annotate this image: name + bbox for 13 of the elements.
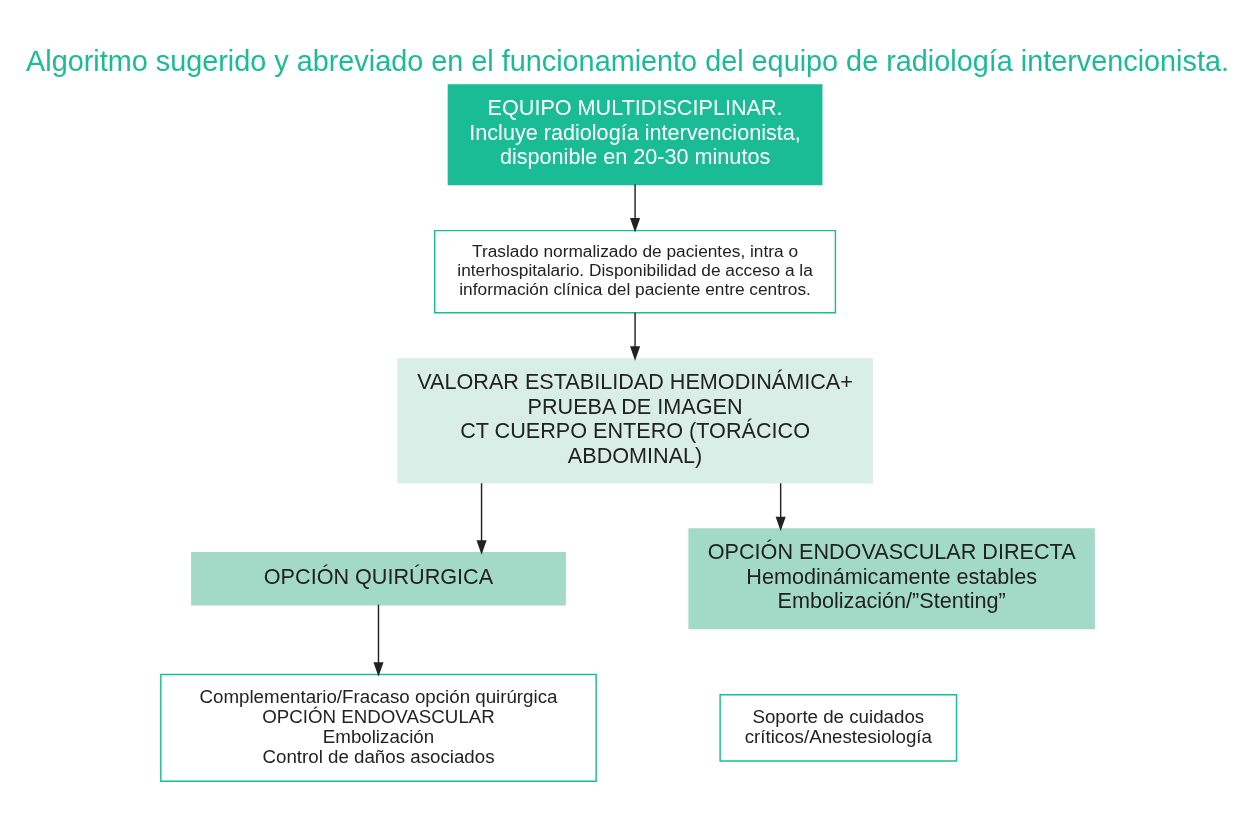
node-box: VALORAR ESTABILIDAD HEMODINÁMICA+ PRUEBA DE IMAGEN CT CUERPO ENTERO (TORÁCICO ABDOMINAL) [397, 357, 873, 484]
arrow [630, 311, 641, 361]
node-box: Traslado normalizado de pacientes, intra o interhospitalario. Disponibilidad de acceso a la información clínica del paciente entre centros. [433, 229, 837, 313]
diagram-title: Algoritmo sugerido y abreviado en el funcionamiento del equipo de radiología intervencionista. [26, 44, 1229, 77]
arrow [630, 183, 641, 232]
arrow [476, 482, 487, 555]
node-box: EQUIPO MULTIDISCIPLINAR. Incluye radiología intervencionista, disponible en 20-30 minutos [447, 83, 823, 185]
node-box: Soporte de cuidados críticos/Anestesiología [719, 693, 958, 762]
node-box: OPCIÓN ENDOVASCULAR DIRECTA Hemodinámicamente estables Embolización/”Stenting” [688, 527, 1095, 629]
node-box: Complementario/Fracaso opción quirúrgica OPCIÓN ENDOVASCULAR Embolización Control de daños asociados [160, 673, 597, 782]
arrow [373, 603, 384, 677]
arrow [775, 482, 786, 531]
node-box: OPCIÓN QUIRÚRGICA [191, 551, 566, 605]
